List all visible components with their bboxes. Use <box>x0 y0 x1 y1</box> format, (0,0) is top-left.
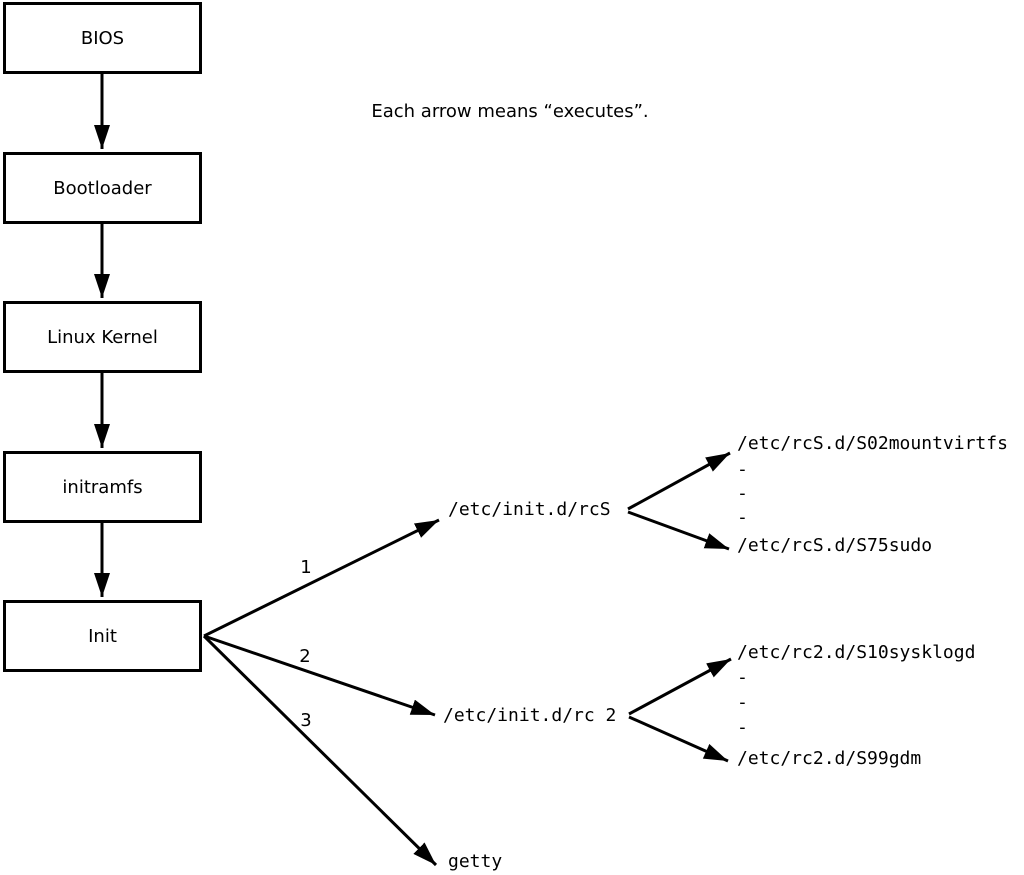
arrow-rc2-to-S10sysklogd <box>628 657 732 716</box>
box-bios: BIOS <box>3 2 202 74</box>
rcS-ellipsis-dash-2: - <box>737 483 748 504</box>
box-bootloader-label: Bootloader <box>53 177 152 199</box>
arrow-rcS-to-S02mountvirtfs <box>627 451 731 511</box>
rc2-ellipsis-dash-3: - <box>737 717 748 738</box>
arrow-label-3: 3 <box>300 710 312 731</box>
box-init: Init <box>3 600 202 672</box>
arrow-label-2: 2 <box>299 646 311 667</box>
arrow-rcS-to-S75sudo <box>627 510 730 551</box>
arrow-label-1: 1 <box>300 557 312 578</box>
path-rcS-S75sudo: /etc/rcS.d/S75sudo <box>737 535 933 556</box>
box-init-label: Init <box>88 625 117 647</box>
path-rcS-S02mountvirtfs: /etc/rcS.d/S02mountvirtfs <box>737 433 1008 454</box>
path-etc-init-d-rcS: /etc/init.d/rcS <box>448 499 611 520</box>
arrow-init-to-rcS <box>203 518 440 638</box>
rc2-ellipsis-dash-1: - <box>737 667 748 688</box>
rc2-ellipsis-dash-2: - <box>737 692 748 713</box>
rcS-ellipsis-dash-3: - <box>737 507 748 528</box>
path-etc-init-d-rc2: /etc/init.d/rc 2 <box>443 705 617 726</box>
path-getty: getty <box>448 851 503 872</box>
box-initramfs-label: initramfs <box>62 476 143 498</box>
path-rc2-S10sysklogd: /etc/rc2.d/S10sysklogd <box>737 642 976 663</box>
box-bios-label: BIOS <box>80 27 125 49</box>
arrow-init-to-getty <box>202 634 438 867</box>
path-rc2-S99gdm: /etc/rc2.d/S99gdm <box>737 748 922 769</box>
box-linux-kernel: Linux Kernel <box>3 301 202 373</box>
box-linux-kernel-label: Linux Kernel <box>47 326 158 348</box>
diagram-caption: Each arrow means “executes”. <box>371 101 649 122</box>
arrow-rc2-to-S99gdm <box>628 715 729 763</box>
box-bootloader: Bootloader <box>3 152 202 224</box>
box-initramfs: initramfs <box>3 451 202 523</box>
rcS-ellipsis-dash-1: - <box>737 459 748 480</box>
arrow-init-to-rc2 <box>203 634 436 717</box>
